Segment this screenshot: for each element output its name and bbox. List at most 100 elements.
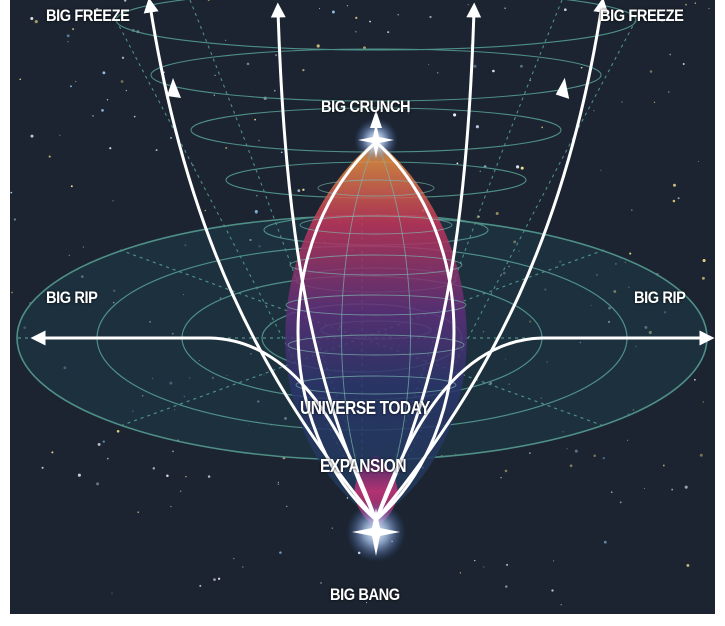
star-dot <box>241 565 244 568</box>
star-dot <box>213 578 216 581</box>
star-dot <box>256 195 258 197</box>
star-dot <box>120 80 124 83</box>
mid-arrowheads <box>167 77 570 128</box>
star-dot <box>59 134 61 136</box>
star-dot <box>170 505 172 508</box>
star-dot <box>505 585 508 588</box>
star-dot <box>207 0 210 1</box>
star-dot <box>397 13 400 16</box>
star-dot <box>97 442 101 446</box>
star-dot <box>286 505 288 508</box>
star-dot <box>214 74 216 77</box>
star-dot <box>504 469 508 473</box>
star-dot <box>258 139 260 142</box>
star-dot <box>474 559 476 562</box>
star-dot <box>569 464 573 468</box>
star-dot <box>551 589 554 592</box>
star-dot <box>109 147 112 150</box>
star-dot <box>331 527 333 529</box>
outer-cone-path-right <box>374 2 482 522</box>
star-dot <box>316 44 320 48</box>
big-rip-right-label: BIG RIP <box>634 288 686 307</box>
star-dot <box>225 146 228 150</box>
star-dot <box>207 475 211 478</box>
star-dot <box>106 457 109 460</box>
star-dot <box>541 126 544 129</box>
star-dot <box>280 151 283 154</box>
star-dot <box>684 485 688 489</box>
star-dot <box>694 379 696 381</box>
star-dot <box>116 430 120 433</box>
evolution-paths <box>30 0 715 522</box>
big-rip-path-left <box>30 330 378 522</box>
star-dot <box>619 501 622 504</box>
star-dot <box>621 101 623 103</box>
star-dot <box>30 134 34 138</box>
big-freeze-left-label: BIG FREEZE <box>46 6 130 25</box>
star-dot <box>101 109 104 112</box>
star-dot <box>369 20 372 23</box>
star-dot <box>520 64 523 68</box>
big-crunch-path-left <box>296 140 378 522</box>
star-dot <box>701 276 705 280</box>
star-dot <box>685 3 687 6</box>
star-dot <box>217 577 221 580</box>
star-dot <box>51 451 54 454</box>
star-dot <box>686 563 690 567</box>
star-dot <box>233 557 235 560</box>
star-dot <box>163 71 165 74</box>
star-dot <box>92 115 94 117</box>
star-dot <box>627 439 629 441</box>
star-dot <box>563 8 567 12</box>
star-dot <box>124 0 127 2</box>
star-dot <box>366 602 368 604</box>
star-dot <box>68 254 70 256</box>
star-dot <box>553 560 555 562</box>
star-dot <box>121 56 125 59</box>
star-dot <box>30 16 34 21</box>
star-dot <box>10 191 13 194</box>
star-dot <box>137 511 140 514</box>
star-dot <box>133 115 136 118</box>
star-dot <box>602 456 605 460</box>
star-dot <box>346 5 349 7</box>
star-dot <box>529 452 531 454</box>
star-dot <box>375 592 378 594</box>
star-dot <box>111 592 113 594</box>
big-freeze-right-label: BIG FREEZE <box>600 6 684 25</box>
star-dot <box>495 212 499 215</box>
star-dot <box>199 584 202 587</box>
star-dot <box>254 118 256 121</box>
star-dot <box>593 454 596 458</box>
star-dot <box>34 20 38 24</box>
star-dot <box>102 440 105 443</box>
star-dot <box>649 70 653 73</box>
big-bang-label: BIG BANG <box>330 585 400 604</box>
outer-cone-path-left <box>270 2 378 522</box>
star-dot <box>453 113 457 117</box>
big-crunch-path-right <box>374 140 456 522</box>
star-dot <box>297 189 301 193</box>
star-dot <box>102 71 106 75</box>
star-dot <box>302 188 305 192</box>
star-dot <box>483 566 485 568</box>
star-dot <box>275 54 278 57</box>
star-dot <box>225 39 227 41</box>
star-dot <box>13 218 17 221</box>
star-dot <box>19 78 22 81</box>
star-dot <box>277 483 280 486</box>
star-dot <box>155 149 158 152</box>
star-dot <box>631 209 633 211</box>
star-dot <box>67 41 69 43</box>
star-dot <box>603 540 607 544</box>
star-dot <box>473 64 477 68</box>
universe-fate-diagram <box>10 0 715 606</box>
star-dot <box>72 28 75 31</box>
star-dot <box>70 185 73 188</box>
star-dot <box>192 164 194 167</box>
star-dot <box>48 155 51 158</box>
star-dot <box>708 8 710 10</box>
star-dot <box>152 467 156 470</box>
star-dot <box>254 210 258 214</box>
star-dot <box>77 473 81 477</box>
